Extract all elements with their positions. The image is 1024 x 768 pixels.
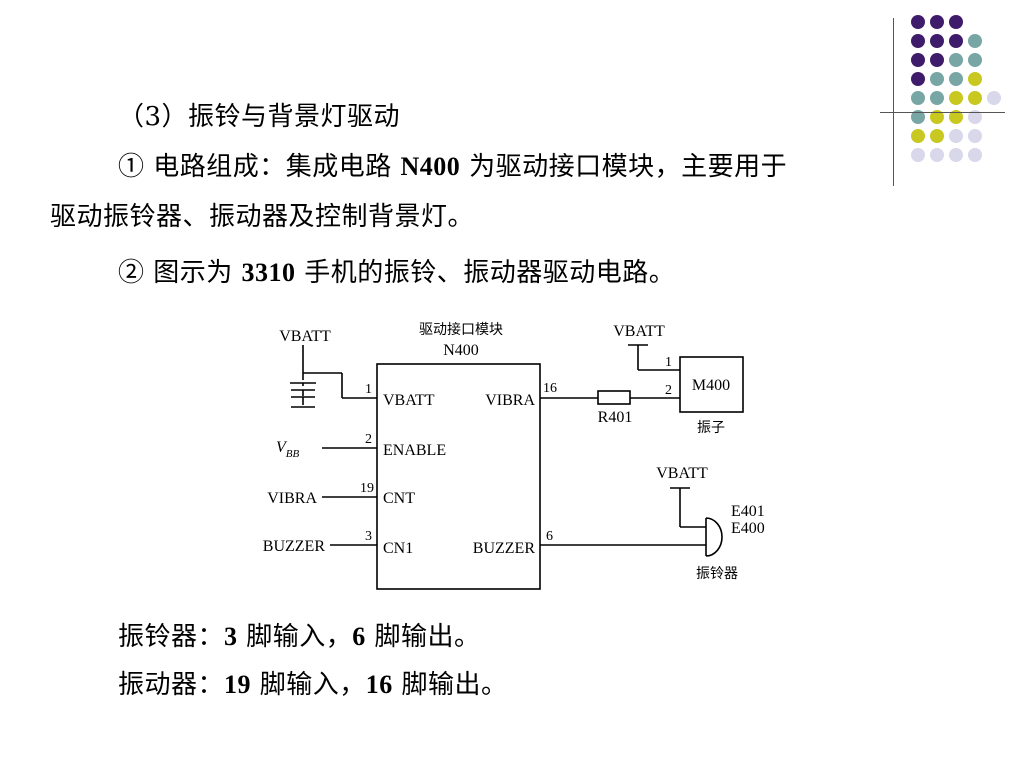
- pin-label-vbatt: VBATT: [383, 392, 435, 409]
- note-vibrator: 振动器：19 脚输入，16 脚输出。: [118, 670, 508, 700]
- point1-line1: ① 电路组成：集成电路 N400 为驱动接口模块，主要用于: [118, 152, 788, 182]
- decorative-dot: [949, 91, 963, 105]
- decorative-vertical-line: [893, 18, 894, 186]
- decorative-dot: [968, 129, 982, 143]
- vibra-input-label: VIBRA: [267, 490, 317, 507]
- decorative-dot: [949, 15, 963, 29]
- vbatt-mid-right-label: VBATT: [656, 465, 708, 482]
- decorative-dot: [911, 110, 925, 124]
- decorative-dot: [930, 15, 944, 29]
- pin-label-cnt: CNT: [383, 490, 415, 507]
- pin-number-19: 19: [360, 481, 374, 496]
- decorative-dot: [987, 91, 1001, 105]
- decorative-dot: [930, 110, 944, 124]
- decorative-dot: [968, 91, 982, 105]
- decorative-dot: [968, 110, 982, 124]
- pin-number-6: 6: [546, 529, 553, 544]
- vbatt-left-label: VBATT: [279, 328, 331, 345]
- decorative-dot: [949, 129, 963, 143]
- decorative-dot: [911, 129, 925, 143]
- buzzer-ref-e400: E400: [731, 520, 765, 537]
- decorative-dot: [949, 72, 963, 86]
- module-title: 驱动接口模块: [419, 321, 503, 338]
- decorative-dot: [968, 72, 982, 86]
- pin-label-vibra: VIBRA: [485, 392, 535, 409]
- buzzer-symbol: [705, 517, 723, 557]
- vbatt-top-right-label: VBATT: [613, 323, 665, 340]
- decorative-dot: [930, 53, 944, 67]
- decorative-dot: [968, 34, 982, 48]
- resistor-r401: [597, 390, 631, 405]
- decorative-dot: [949, 53, 963, 67]
- decorative-dot: [911, 34, 925, 48]
- motor-pin-1: 1: [665, 355, 672, 370]
- vbb-label: VBB: [276, 439, 300, 460]
- pin-label-buzzer: BUZZER: [473, 540, 536, 557]
- buzzer-ref-e401: E401: [731, 503, 765, 520]
- motor-m400: [679, 356, 744, 413]
- decorative-dot: [930, 34, 944, 48]
- decorative-dot: [968, 148, 982, 162]
- point1-line2: 驱动振铃器、振动器及控制背景灯。: [50, 202, 475, 232]
- decorative-dot: [911, 72, 925, 86]
- decorative-dot: [949, 34, 963, 48]
- decorative-dot: [949, 148, 963, 162]
- pin-number-3: 3: [365, 529, 372, 544]
- motor-label: M400: [692, 377, 730, 394]
- decorative-dot: [930, 148, 944, 162]
- motor-pin-2: 2: [665, 383, 672, 398]
- decorative-dot: [911, 148, 925, 162]
- pin-number-1: 1: [365, 382, 372, 397]
- decorative-dot: [911, 91, 925, 105]
- chip-name: N400: [400, 152, 461, 181]
- module-box: [376, 363, 541, 590]
- decorative-dot: [911, 15, 925, 29]
- module-name: N400: [443, 342, 479, 359]
- motor-caption: 振子: [697, 420, 725, 436]
- buzzer-input-label: BUZZER: [263, 538, 326, 555]
- decorative-dot: [968, 53, 982, 67]
- phone-model: 3310: [241, 258, 296, 287]
- buzzer-caption: 振铃器: [696, 566, 738, 582]
- pin-number-2: 2: [365, 432, 372, 447]
- section-heading: （3）振铃与背景灯驱动: [118, 102, 401, 132]
- resistor-label: R401: [598, 409, 633, 426]
- note-buzzer: 振铃器：3 脚输入，6 脚输出。: [118, 622, 481, 652]
- decorative-dot: [911, 53, 925, 67]
- pin-number-16: 16: [543, 381, 557, 396]
- point2-line: ② 图示为 3310 手机的振铃、振动器驱动电路。: [118, 258, 676, 288]
- decorative-dot: [930, 72, 944, 86]
- pin-label-enable: ENABLE: [383, 442, 446, 459]
- decorative-dot: [930, 91, 944, 105]
- decorative-dot: [930, 129, 944, 143]
- pin-label-cn1: CN1: [383, 540, 413, 557]
- decorative-dot: [949, 110, 963, 124]
- decorative-horizontal-line: [880, 112, 1005, 113]
